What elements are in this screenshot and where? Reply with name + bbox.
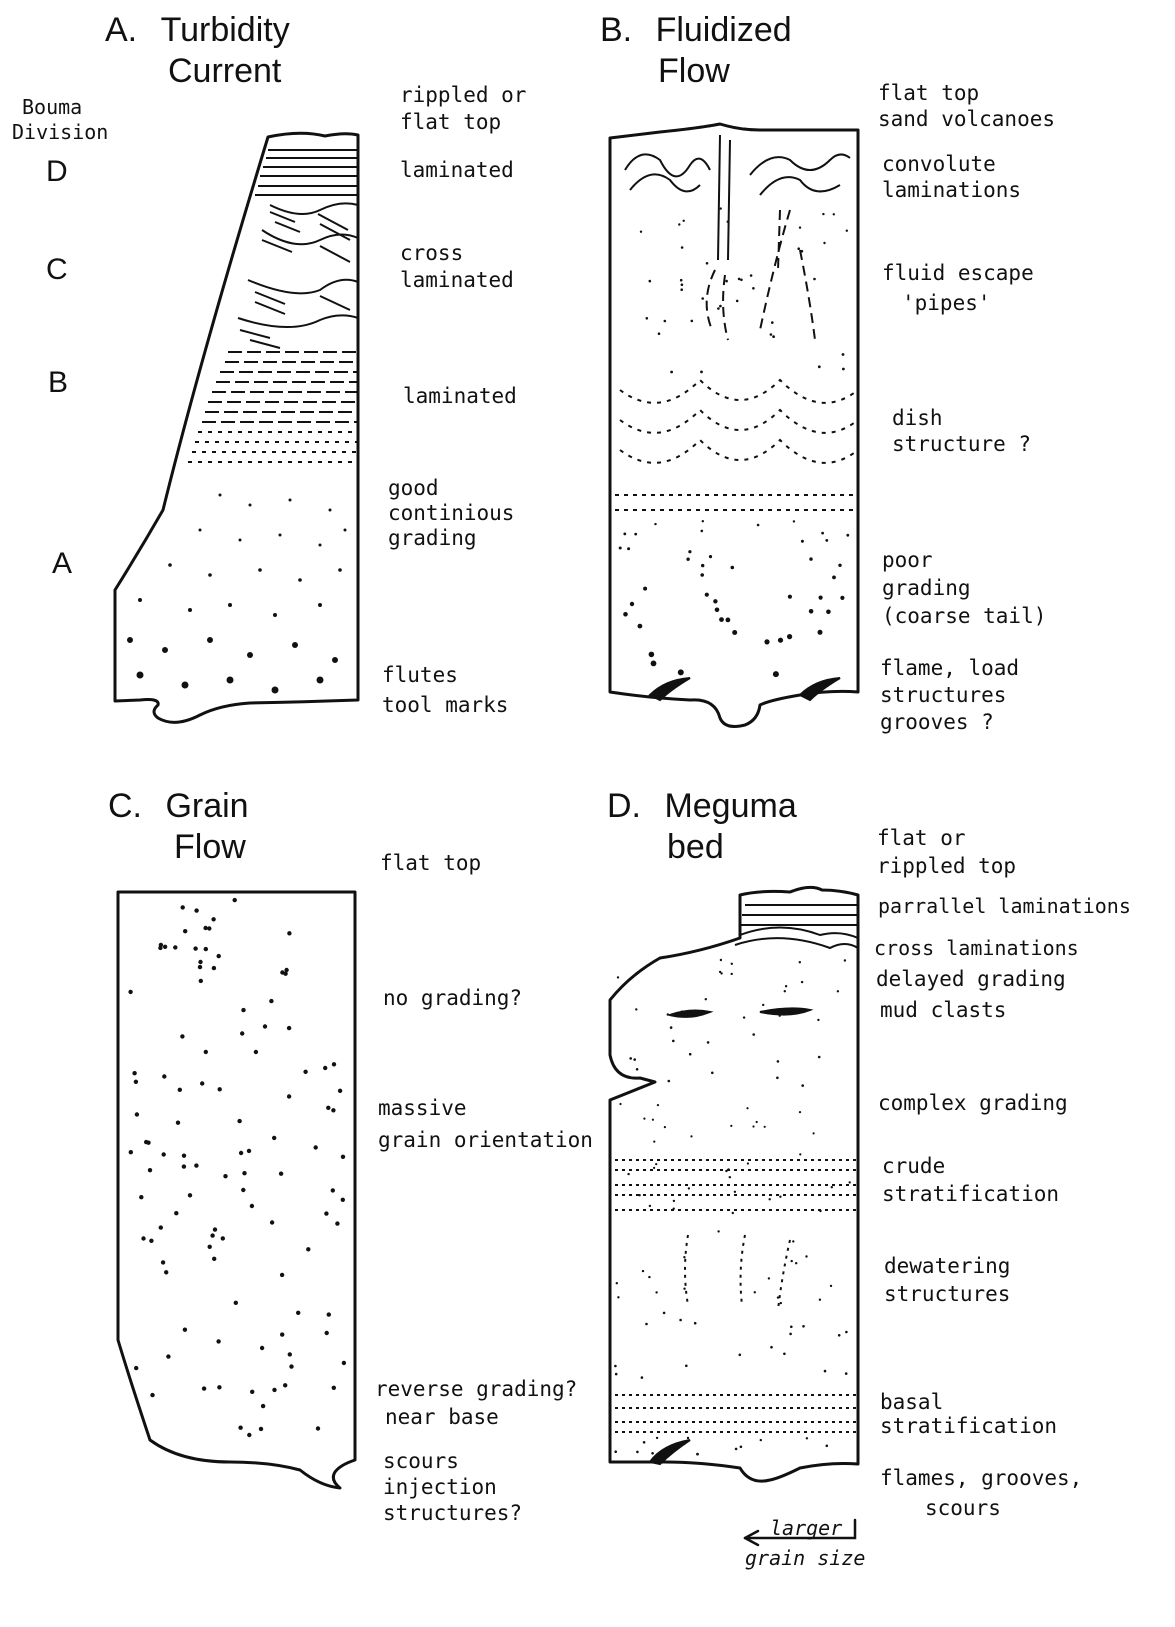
column-d-grains-upper (617, 959, 846, 1087)
column-c-grains (128, 898, 346, 1437)
column-d-grains-lower (614, 1437, 828, 1456)
column-d-structures (615, 905, 858, 1464)
column-b-grains-upper (640, 207, 848, 373)
column-b-grains-lower (619, 520, 849, 677)
grain-size-arrow (745, 1520, 855, 1545)
column-d-grains-middle (614, 1103, 851, 1379)
column-a-laminations (188, 150, 358, 462)
column-b-structures (615, 135, 858, 700)
column-c-outline (118, 892, 355, 1488)
column-a-grains (127, 494, 347, 694)
column-b-outline (610, 124, 858, 726)
column-a-outline (115, 133, 358, 722)
